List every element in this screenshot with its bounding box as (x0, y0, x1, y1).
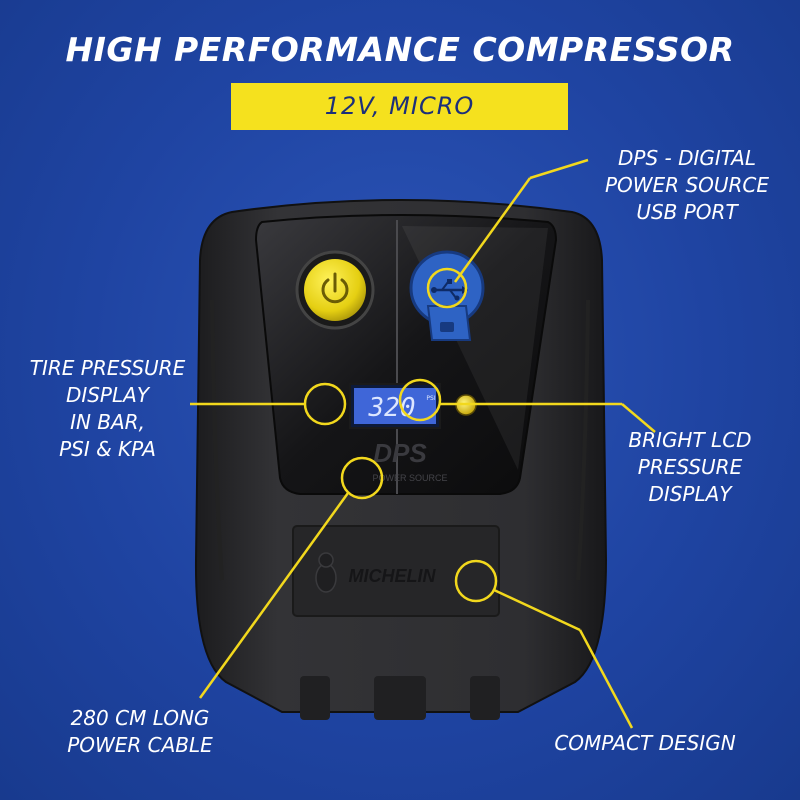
dps-logo: DPS (373, 438, 427, 468)
callout-lcd-display: BRIGHT LCD PRESSURE DISPLAY (600, 427, 780, 508)
callout-line: DISPLAY (648, 482, 732, 506)
power-icon (321, 272, 349, 304)
callout-line: PRESSURE (637, 455, 743, 479)
callout-tire-display: TIRE PRESSURE DISPLAY IN BAR, PSI & KPA (0, 355, 215, 463)
callout-line: TIRE PRESSURE (29, 356, 186, 380)
michelin-mascot-icon (315, 552, 337, 593)
brand-name: MICHELIN (349, 566, 437, 586)
callout-usb-port: DPS - DIGITAL POWER SOURCE USB PORT (582, 145, 792, 226)
subtitle-banner: 12V, MICRO (231, 83, 568, 130)
power-button[interactable] (295, 250, 375, 330)
callout-line: DPS - DIGITAL (618, 146, 756, 170)
callout-line: 280 CM LONG (70, 706, 210, 730)
power-source-label: POWER SOURCE (372, 473, 447, 483)
lcd-display: 320 PSI (349, 383, 441, 429)
usb-icon (431, 279, 468, 301)
lcd-reading: 320 (368, 393, 416, 423)
callout-compact-design: COMPACT DESIGN (520, 730, 770, 757)
callout-line: DISPLAY (65, 383, 150, 407)
page-title: HIGH PERFORMANCE COMPRESSOR (65, 30, 735, 69)
callout-line: USB PORT (636, 200, 738, 224)
callout-lines (190, 158, 656, 729)
callout-line: BRIGHT LCD (628, 428, 752, 452)
callout-line: COMPACT DESIGN (554, 731, 736, 755)
callout-line: PSI & KPA (59, 437, 156, 461)
callout-power-cable: 280 CM LONG POWER CABLE (25, 705, 255, 759)
lcd-unit: PSI (426, 395, 435, 402)
callout-line: POWER CABLE (67, 733, 213, 757)
callout-line: POWER SOURCE (604, 173, 770, 197)
callout-line: IN BAR, (70, 410, 145, 434)
